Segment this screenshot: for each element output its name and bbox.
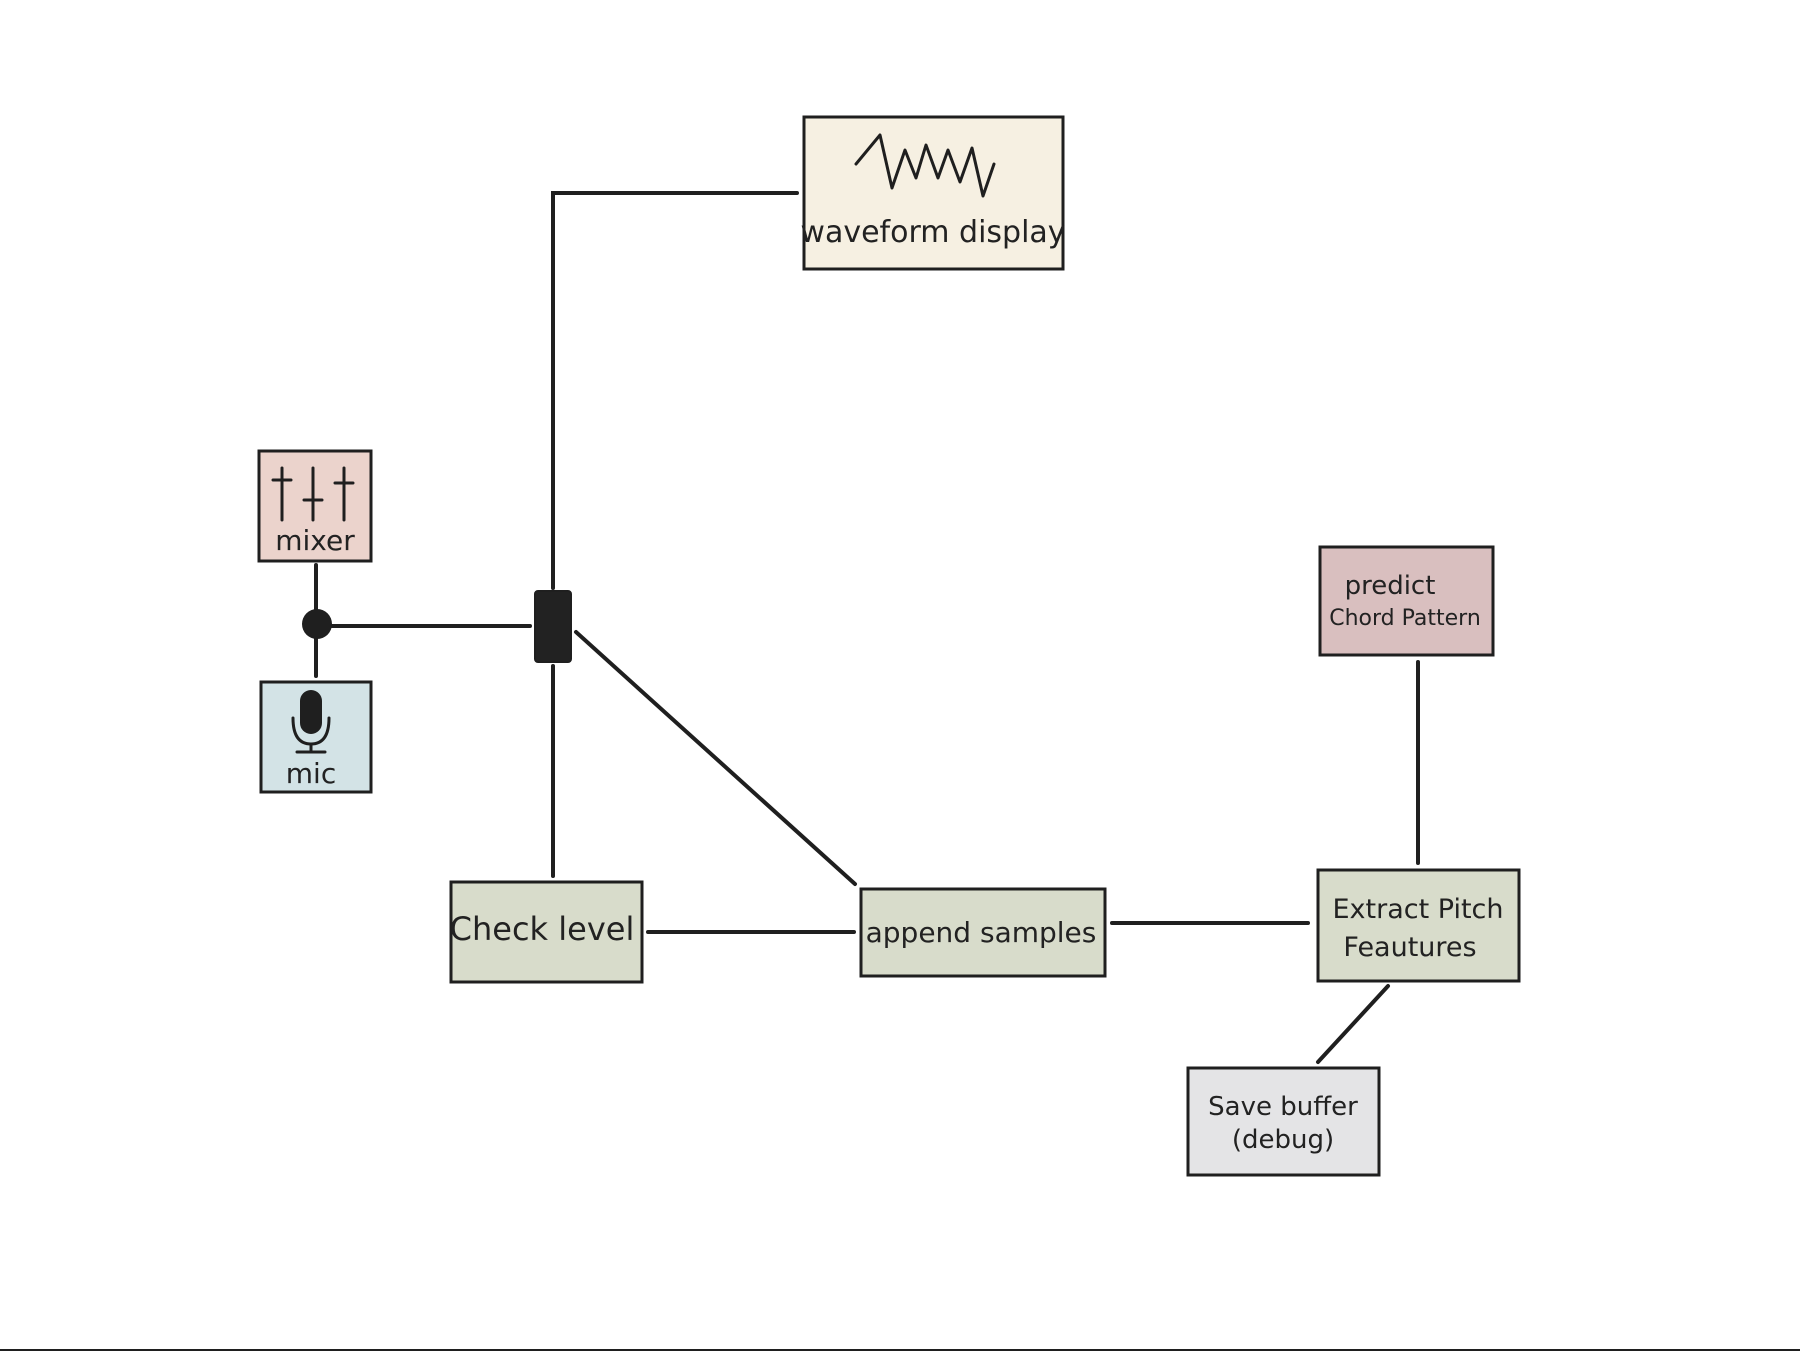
predict-chord-label-line1: predict <box>1345 571 1436 601</box>
save-buffer-label-line1: Save buffer <box>1208 1092 1358 1122</box>
waveform-icon <box>854 133 996 198</box>
extract-pitch-label-line1: Extract Pitch <box>1332 894 1503 925</box>
append-samples-label: append samples <box>866 916 1097 949</box>
splitter-block <box>534 590 572 663</box>
waveform-node-box <box>802 115 1065 271</box>
waveform-label: waveform display <box>800 215 1065 250</box>
check-level-node-box <box>449 880 644 984</box>
extract-pitch-node-box <box>1316 868 1521 983</box>
mixer-sliders-icon <box>271 466 355 522</box>
mixer-node-box <box>257 449 373 563</box>
node-save-buffer[interactable]: Save buffer (debug) <box>1186 1066 1381 1177</box>
node-extract-pitch-features[interactable]: Extract Pitch Feautures <box>1316 868 1521 983</box>
mic-label: mic <box>286 757 336 790</box>
node-predict-chord-pattern[interactable]: predict Chord Pattern <box>1318 545 1495 657</box>
microphone-icon <box>291 690 331 754</box>
check-level-label: Check level <box>450 910 635 948</box>
append-samples-node-box <box>859 887 1107 978</box>
save-buffer-label-line2: (debug) <box>1232 1125 1334 1155</box>
predict-chord-label-line2: Chord Pattern <box>1329 606 1481 631</box>
node-check-level[interactable]: Check level <box>449 880 644 984</box>
bottom-border <box>0 1349 1800 1351</box>
save-buffer-node-box <box>1186 1066 1381 1177</box>
node-waveform-display[interactable]: waveform display <box>800 115 1066 271</box>
node-mixer[interactable]: mixer <box>257 449 373 563</box>
edge-splitter-to-append-samples <box>574 630 857 886</box>
edges <box>314 191 1420 1064</box>
junction-dot <box>302 609 332 639</box>
predict-chord-node-box <box>1318 545 1495 657</box>
node-append-samples[interactable]: append samples <box>859 887 1107 978</box>
edge-extract-pitch-to-save-buffer <box>1316 984 1390 1064</box>
mixer-label: mixer <box>275 524 355 557</box>
node-mic[interactable]: mic <box>259 680 373 794</box>
extract-pitch-label-line2: Feautures <box>1343 932 1476 963</box>
edge-splitter-to-waveform <box>551 191 799 590</box>
